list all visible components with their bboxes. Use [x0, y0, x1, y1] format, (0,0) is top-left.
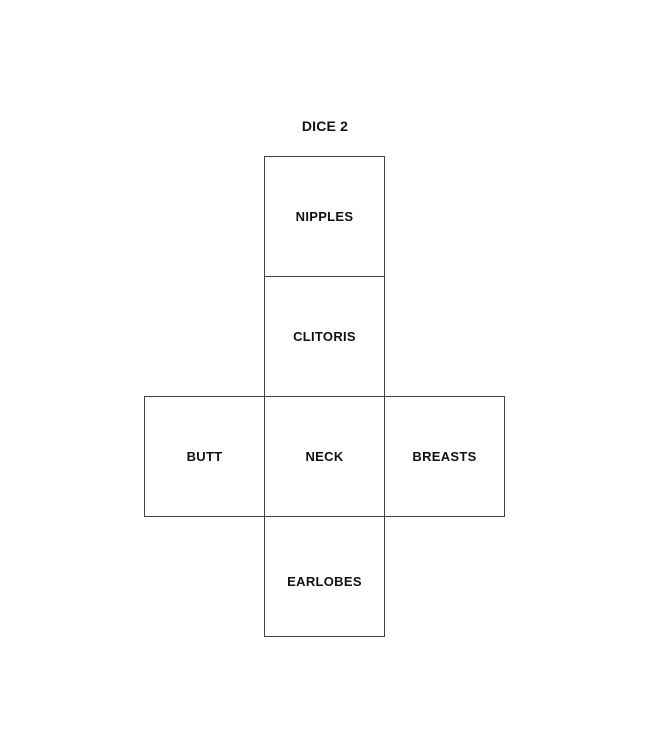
dice-face-label: BUTT	[186, 449, 223, 464]
dice-face-center: NECK	[264, 396, 385, 517]
dice-face-bottom: EARLOBES	[264, 516, 385, 637]
dice-face-right: BREASTS	[384, 396, 505, 517]
dice-face-label: BREASTS	[412, 449, 477, 464]
page-title: DICE 2	[301, 118, 349, 134]
dice-face-label: CLITORIS	[293, 329, 356, 344]
dice-face-label: NIPPLES	[295, 209, 354, 224]
dice-face-upper-middle: CLITORIS	[264, 276, 385, 397]
dice-face-label: NECK	[305, 449, 344, 464]
dice-face-top: NIPPLES	[264, 156, 385, 277]
dice-face-left: BUTT	[144, 396, 265, 517]
dice-face-label: EARLOBES	[287, 574, 362, 589]
